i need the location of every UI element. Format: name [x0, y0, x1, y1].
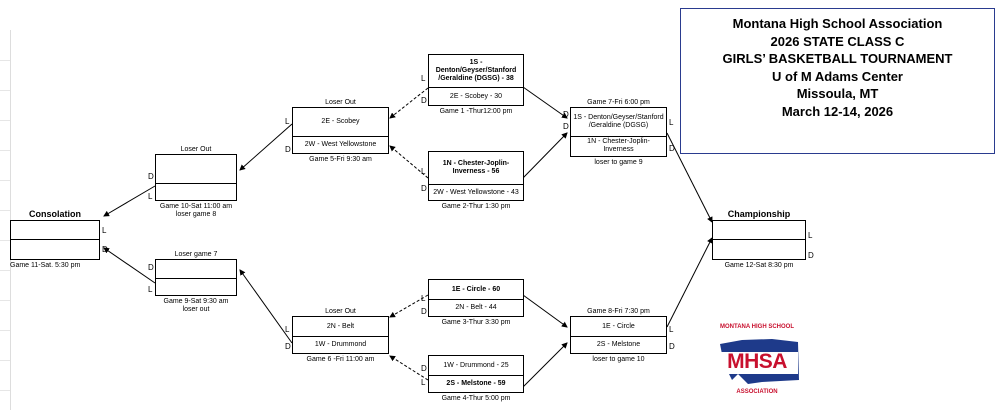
game-4-box: 1W - Drummond - 25 2S - Melstone - 59	[428, 355, 524, 393]
game-10-caption: Game 10-Sat 11:00 am	[159, 203, 233, 210]
logo-main-text: MHSA	[727, 350, 787, 373]
header-line-1: Montana High School Association	[732, 16, 943, 31]
game-2-box: 1N - Chester-Joplin-Inverness - 56 2W - …	[428, 151, 524, 201]
game-6-loser-mark: L	[285, 325, 290, 334]
game-3-bottom-team: 2N - Belt - 44	[455, 304, 497, 311]
header-line-5: Missoula, MT	[796, 86, 879, 101]
game-8-box: 1E - Circle 2S - Melstone	[570, 316, 667, 354]
game-6-bottom-team: 1W - Drummond	[314, 340, 367, 348]
game-9-winner-mark: D	[148, 263, 154, 272]
game-8-bottom-team: 2S - Melstone	[596, 340, 641, 348]
game-5-label: Loser Out	[325, 99, 356, 106]
consolation-box	[10, 220, 100, 260]
game-7-winner-mark-3: D	[669, 144, 675, 153]
game-9-box	[155, 259, 237, 296]
logo-top-text: MONTANA HIGH SCHOOL	[720, 324, 794, 330]
game-7-label: Game 7-Fri 6:00 pm	[587, 99, 650, 106]
game-5-loser-mark: L	[285, 117, 290, 126]
game-7-top-team: 1S - Denton/Geyser/Stanford /Geraldine (…	[573, 114, 664, 129]
game-6-winner-mark: D	[285, 342, 291, 351]
game-2-loser-mark: L	[421, 167, 426, 176]
championship-caption: Game 12-Sat 8:30 pm	[724, 262, 794, 269]
game-4-caption: Game 4-Thur 5:00 pm	[441, 395, 511, 402]
championship-winner-mark: D	[808, 251, 814, 260]
game-8-winner-mark: D	[669, 342, 675, 351]
game-10-caption-2: loser game 8	[175, 211, 217, 218]
game-8-label: Game 8-Fri 7:30 pm	[587, 308, 650, 315]
championship-box	[712, 220, 806, 260]
game-3-top-team: 1E - Circle - 60	[451, 285, 501, 293]
game-3-caption: Game 3-Thur 3:30 pm	[441, 319, 511, 326]
game-1-top-team: 1S - Denton/Geyser/Stanford /Geraldine (…	[435, 59, 517, 82]
game-9-caption-2: loser out	[182, 306, 210, 313]
game-10-box	[155, 154, 237, 201]
game-4-loser-mark: L	[421, 378, 426, 387]
game-9-loser-mark: L	[148, 285, 153, 294]
tournament-header: Montana High School Association 2026 STA…	[680, 8, 995, 154]
game-2-caption: Game 2-Thur 1:30 pm	[441, 203, 511, 210]
game-2-bottom-team: 2W - West Yellowstone - 43	[433, 188, 519, 196]
consolation-label: Consolation	[29, 209, 81, 219]
game-8-caption: loser to game 10	[592, 356, 645, 363]
mhsa-logo: MONTANA HIGH SCHOOL MHSA ASSOCIATION	[712, 322, 802, 407]
game-5-top-team: 2E - Scobey	[321, 118, 360, 125]
game-10-winner-mark: D	[148, 172, 154, 181]
game-6-box: 2N - Belt 1W - Drummond	[292, 316, 389, 354]
game-1-caption: Game 1 -Thur12:00 pm	[439, 108, 513, 115]
game-5-winner-mark: D	[285, 145, 291, 154]
game-7-winner-mark-1: D	[563, 110, 569, 119]
game-5-bottom-team: 2W - West Yellowstone	[304, 140, 377, 148]
consolation-loser-mark: L	[102, 226, 107, 235]
header-line-3: GIRLS’ BASKETBALL TOURNAMENT	[722, 51, 953, 66]
game-2-top-team: 1N - Chester-Joplin-Inverness - 56	[442, 160, 510, 175]
game-9-caption: Game 9-Sat 9:30 am	[163, 298, 229, 305]
game-3-winner-mark: D	[421, 307, 427, 316]
game-1-bottom-team: 2E - Scobey - 30	[449, 93, 503, 100]
logo-bottom-text: ASSOCIATION	[736, 389, 778, 395]
game-1-box: 1S - Denton/Geyser/Stanford /Geraldine (…	[428, 54, 524, 106]
championship-label: Championship	[727, 209, 791, 219]
game-8-top-team: 1E - Circle	[602, 322, 635, 330]
game-7-caption: loser to game 9	[594, 159, 643, 166]
game-10-label: Loser Out	[180, 146, 212, 153]
game-4-top-team: 1W - Drummond - 25	[443, 361, 509, 369]
game-3-box: 1E - Circle - 60 2N - Belt - 44	[428, 279, 524, 317]
game-7-bottom-team: 1N - Chester-Joplin-Inverness	[587, 138, 650, 153]
game-2-winner-mark: D	[421, 184, 427, 193]
consolation-winner-mark: D	[102, 245, 108, 254]
game-4-winner-mark: D	[421, 364, 427, 373]
game-7-loser-mark: L	[669, 118, 674, 127]
game-10-loser-mark: L	[148, 192, 153, 201]
game-6-caption: Game 6 -Fri 11:00 am	[306, 356, 375, 363]
header-line-2: 2026 STATE CLASS C	[770, 33, 905, 49]
game-5-box: 2E - Scobey 2W - West Yellowstone	[292, 107, 389, 154]
game-6-top-team: 2N - Belt	[326, 322, 355, 330]
consolation-caption: Game 11-Sat. 5:30 pm	[10, 262, 81, 269]
game-8-loser-mark: L	[669, 325, 674, 334]
game-7-box: 1S - Denton/Geyser/Stanford /Geraldine (…	[570, 107, 667, 157]
game-1-winner-mark: D	[421, 96, 427, 105]
header-line-6: March 12-14, 2026	[781, 103, 894, 119]
game-3-loser-mark: L	[421, 294, 426, 303]
game-7-winner-mark-2: D	[563, 122, 569, 131]
game-4-bottom-team: 2S - Melstone - 59	[446, 380, 506, 387]
game-6-label: Loser Out	[325, 308, 356, 315]
championship-loser-mark: L	[808, 231, 813, 240]
game-9-label: Loser game 7	[174, 251, 218, 258]
game-5-caption: Game 5-Fri 9:30 am	[309, 156, 372, 163]
game-1-loser-mark: L	[421, 74, 426, 83]
header-line-4: U of M Adams Center	[772, 68, 903, 84]
